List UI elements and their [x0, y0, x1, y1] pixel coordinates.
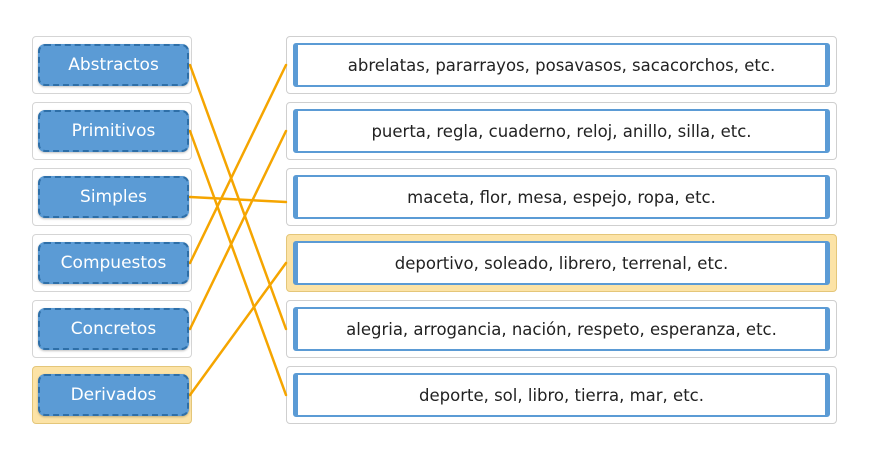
connection-line	[188, 63, 288, 265]
answer-card[interactable]: maceta, flor, mesa, espejo, ropa, etc.	[293, 175, 830, 219]
answer-card[interactable]: deporte, sol, libro, tierra, mar, etc.	[293, 373, 830, 417]
answer-card[interactable]: puerta, regla, cuaderno, reloj, anillo, …	[293, 109, 830, 153]
connection-line	[188, 129, 288, 397]
answer-card[interactable]: alegria, arrogancia, nación, respeto, es…	[293, 307, 830, 351]
category-concretos[interactable]: Concretos	[38, 308, 189, 350]
answer-card[interactable]: deportivo, soleado, librero, terrenal, e…	[293, 241, 830, 285]
connection-line	[188, 63, 288, 331]
connection-line	[188, 261, 288, 397]
category-derivados[interactable]: Derivados	[38, 374, 189, 416]
category-simples[interactable]: Simples	[38, 176, 189, 218]
connection-line	[188, 129, 288, 331]
category-compuestos[interactable]: Compuestos	[38, 242, 189, 284]
answer-card[interactable]: abrelatas, pararrayos, posavasos, sacaco…	[293, 43, 830, 87]
category-abstractos[interactable]: Abstractos	[38, 44, 189, 86]
category-primitivos[interactable]: Primitivos	[38, 110, 189, 152]
connection-line	[188, 195, 288, 204]
